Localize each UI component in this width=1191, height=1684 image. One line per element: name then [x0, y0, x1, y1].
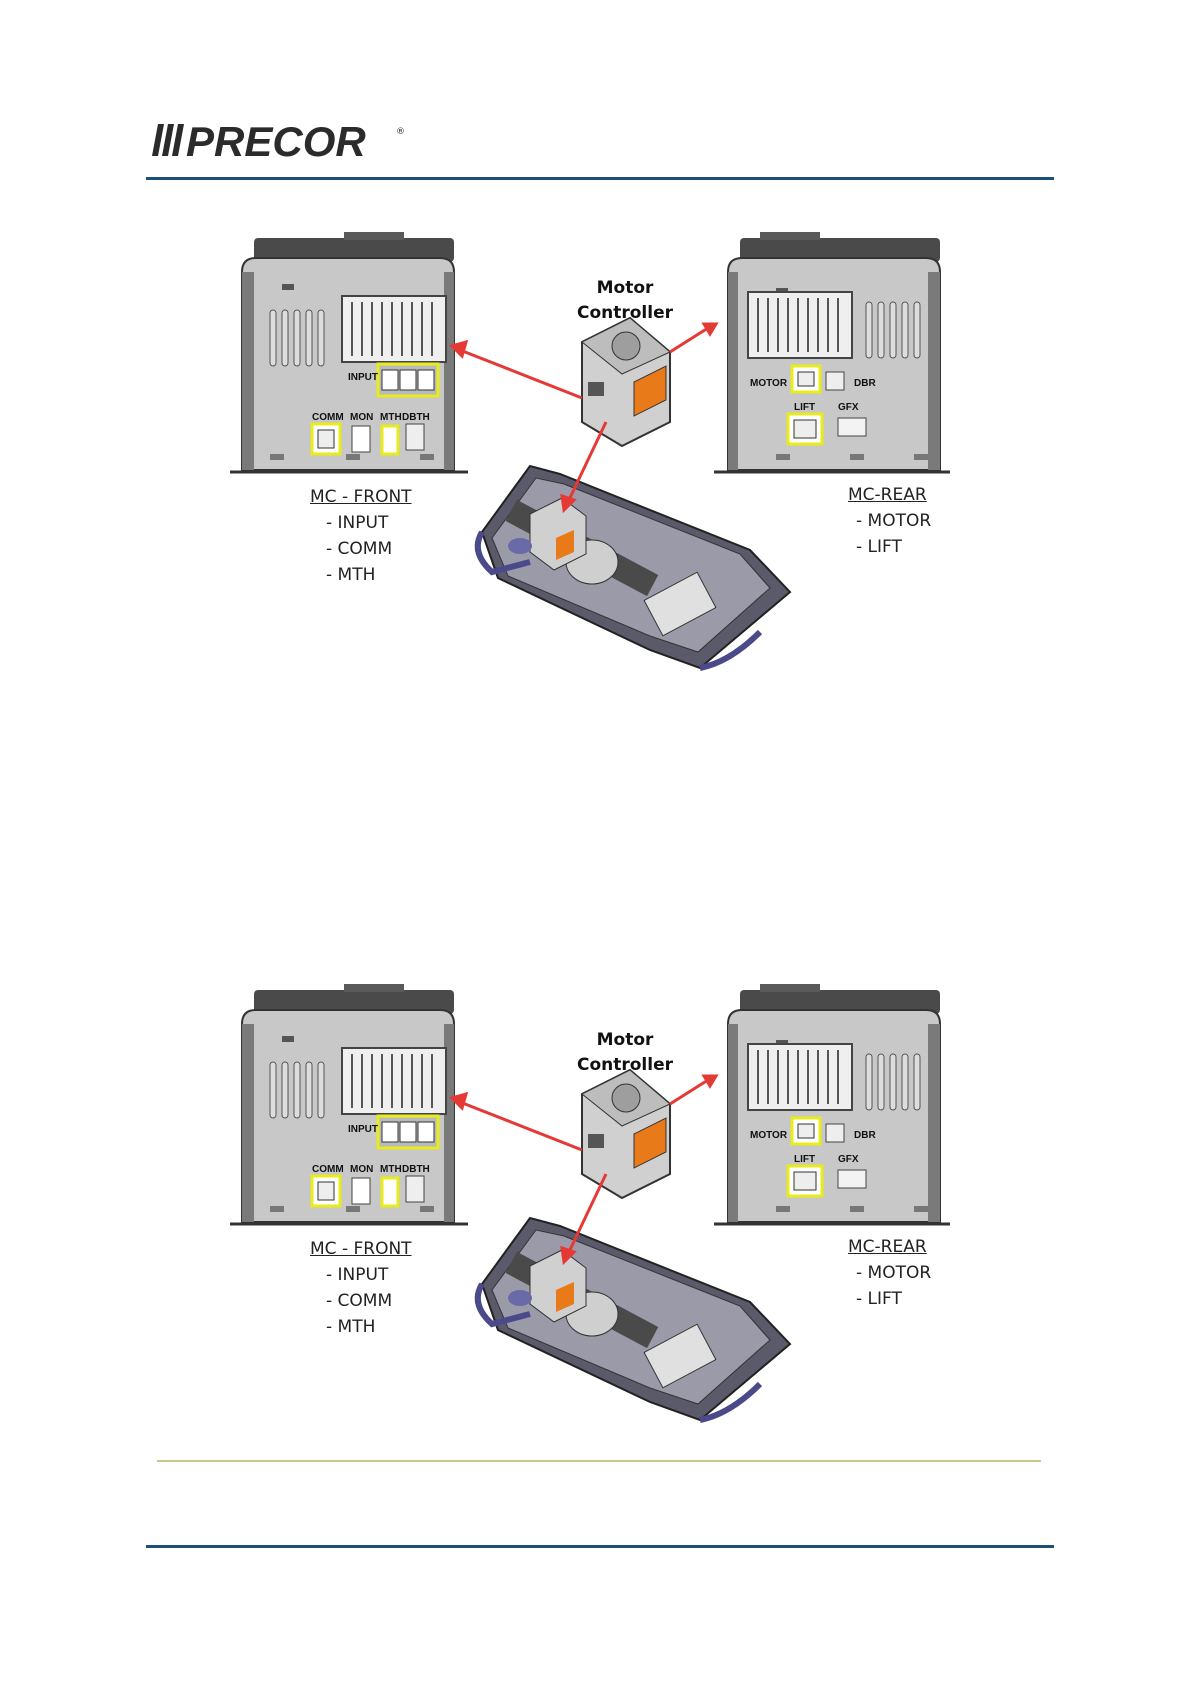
mc-front-item-input: - INPUT — [310, 1262, 412, 1288]
front-port-mon: MON — [350, 1164, 373, 1175]
rear-port-gfx: GFX — [838, 402, 859, 413]
rear-port-motor: MOTOR — [750, 378, 788, 389]
rear-port-motor: MOTOR — [750, 1130, 788, 1141]
rear-port-gfx: GFX — [838, 1154, 859, 1165]
motor-controller-figure-2: INPUT COMM MON MTH DBTH — [230, 984, 1020, 1444]
mc-rear-caption: MC-REAR - MOTOR - LIFT — [848, 1234, 931, 1312]
mc-front-unit: INPUT COMM MON MTH DBTH — [230, 984, 468, 1224]
motor-controller-title-line2: Controller — [577, 303, 674, 323]
mc-rear-unit: MOTOR DBR LIFT GFX — [714, 232, 950, 472]
mc-front-item-mth: - MTH — [310, 562, 412, 588]
section-divider — [157, 1460, 1041, 1462]
mth-port-highlight — [382, 426, 398, 454]
motor-controller-unit — [582, 1070, 670, 1198]
footer-rule — [146, 1545, 1054, 1548]
mc-front-item-mth: - MTH — [310, 1314, 412, 1340]
precor-logo: PRECOR ® — [150, 112, 410, 162]
front-port-dbth: DBTH — [402, 412, 430, 423]
front-port-mth: MTH — [380, 412, 402, 423]
front-port-dbth: DBTH — [402, 1164, 430, 1175]
rear-port-lift: LIFT — [794, 1154, 815, 1165]
mc-front-caption-title: MC - FRONT — [310, 1236, 412, 1262]
mth-port-highlight — [382, 1178, 398, 1206]
rear-port-dbr: DBR — [854, 378, 876, 389]
logo-text: PRECOR — [186, 118, 366, 162]
mc-rear-item-motor: - MOTOR — [848, 1260, 931, 1286]
mc-front-caption-title: MC - FRONT — [310, 484, 412, 510]
front-port-input: INPUT — [348, 1124, 378, 1135]
motor-controller-unit — [582, 318, 670, 446]
mc-front-item-input: - INPUT — [310, 510, 412, 536]
mc-rear-caption-title: MC-REAR — [848, 1234, 931, 1260]
mc-rear-caption: MC-REAR - MOTOR - LIFT — [848, 482, 931, 560]
motor-controller-figure-1: INPUT COMM MON MTH DBTH — [230, 232, 1020, 692]
rear-port-dbr: DBR — [854, 1130, 876, 1141]
front-port-comm: COMM — [312, 1164, 344, 1175]
front-port-mon: MON — [350, 412, 373, 423]
front-port-mth: MTH — [380, 1164, 402, 1175]
mc-rear-item-lift: - LIFT — [848, 1286, 931, 1312]
mc-front-caption: MC - FRONT - INPUT - COMM - MTH — [310, 1236, 412, 1340]
mc-front-item-comm: - COMM — [310, 1288, 412, 1314]
header-rule — [146, 177, 1054, 180]
front-port-input: INPUT — [348, 372, 378, 383]
treadmill-base-illustration — [478, 466, 790, 668]
mc-rear-item-lift: - LIFT — [848, 534, 931, 560]
treadmill-base-illustration — [478, 1218, 790, 1420]
mc-rear-unit: MOTOR DBR LIFT GFX — [714, 984, 950, 1224]
mc-rear-item-motor: - MOTOR — [848, 508, 931, 534]
motor-controller-title-line2: Controller — [577, 1055, 674, 1075]
front-port-comm: COMM — [312, 412, 344, 423]
registered-mark: ® — [396, 127, 405, 137]
mc-front-item-comm: - COMM — [310, 536, 412, 562]
mc-front-unit: INPUT COMM MON MTH DBTH — [230, 232, 468, 472]
mc-front-caption: MC - FRONT - INPUT - COMM - MTH — [310, 484, 412, 588]
rear-port-lift: LIFT — [794, 402, 815, 413]
motor-controller-title-line1: Motor — [597, 1030, 654, 1050]
motor-controller-title-line1: Motor — [597, 278, 654, 298]
mc-rear-caption-title: MC-REAR — [848, 482, 931, 508]
